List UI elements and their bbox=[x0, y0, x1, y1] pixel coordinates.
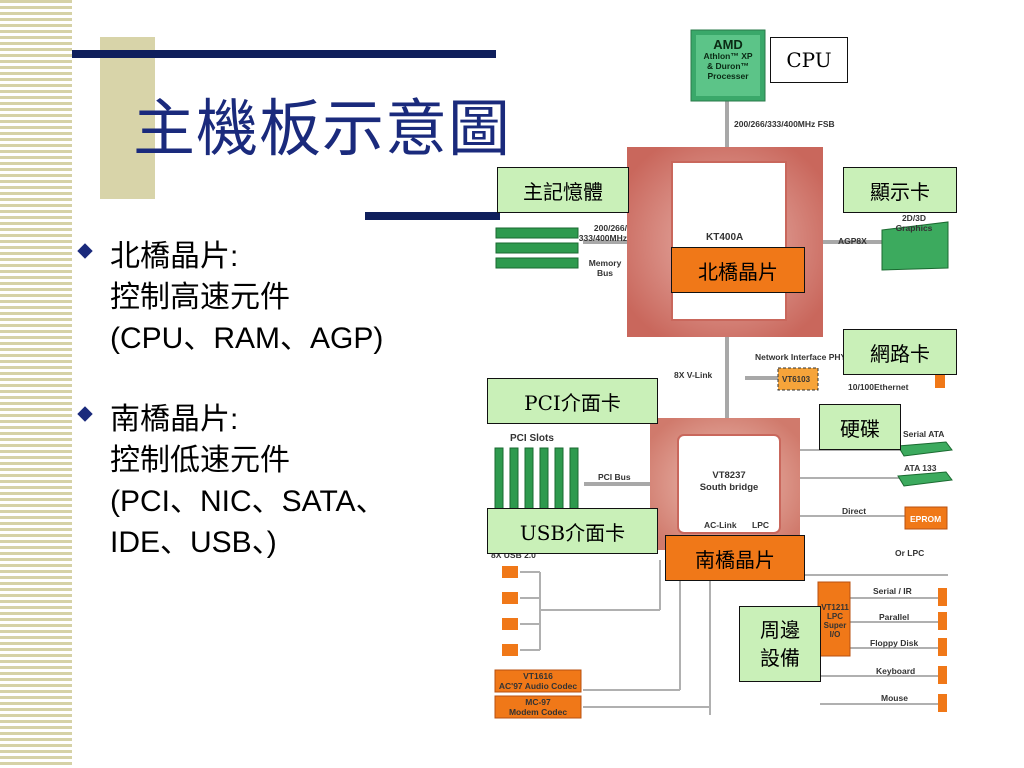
agp-label: AGP8X bbox=[838, 236, 867, 246]
ethernet-port bbox=[935, 372, 945, 388]
superio-chip bbox=[817, 581, 851, 657]
southbridge-chip-text: VT8237 South bridge bbox=[699, 470, 759, 493]
memory-bus-speed: 200/266/ 333/400MHz bbox=[578, 223, 627, 243]
serial-ata-label: Serial ATA bbox=[903, 429, 945, 439]
bullet-line: (CPU、RAM、AGP) bbox=[110, 322, 384, 355]
title-top-bar bbox=[72, 50, 496, 58]
superio-text: VT1211 LPC Super I/O bbox=[821, 603, 849, 639]
usb20-label: 8X USB 2.0 bbox=[491, 550, 536, 560]
graphics-label: 2D/3D Graphics bbox=[895, 213, 933, 233]
modem-codec-text: MC-97 Modem Codec bbox=[508, 697, 568, 717]
slide-title: 主機板示意圖 bbox=[133, 92, 512, 165]
pci-bus-label: PCI Bus bbox=[598, 472, 631, 482]
audio-codec-text: VT1616 AC'97 Audio Codec bbox=[498, 671, 578, 691]
mouse-label: Mouse bbox=[881, 693, 908, 703]
lpc-label: LPC bbox=[752, 520, 769, 530]
memory-modules bbox=[495, 227, 579, 269]
bullet-line: (PCI、NIC、SATA、 bbox=[110, 485, 386, 518]
or-lpc-label: Or LPC bbox=[895, 548, 925, 558]
cpu-chip-face bbox=[696, 35, 760, 96]
keyboard-label: Keyboard bbox=[876, 666, 916, 676]
cpu-chip-text: AMD Athlon™ XP & Duron™ Processer bbox=[703, 37, 753, 81]
northbridge-chip bbox=[671, 161, 787, 321]
callout-graphics-card: 顯示卡 bbox=[843, 167, 957, 213]
callout-memory: 主記憶體 bbox=[497, 167, 629, 213]
eprom-chip bbox=[904, 506, 948, 530]
bullet-line: IDE、USB、) bbox=[110, 526, 277, 559]
sata-drive bbox=[897, 441, 953, 457]
pci-slots-label: PCI Slots bbox=[510, 433, 554, 444]
vt6103-label: VT6103 bbox=[782, 375, 811, 384]
audio-codec-chip bbox=[494, 669, 582, 693]
eprom-label: EPROM bbox=[910, 514, 942, 524]
serial-ir-label: Serial / IR bbox=[873, 586, 912, 596]
callout-northbridge: 北橋晶片 bbox=[671, 247, 805, 293]
bullet-heading: 北橋晶片: bbox=[110, 240, 239, 273]
title-accent-block bbox=[100, 37, 155, 199]
ata-drive bbox=[897, 471, 953, 487]
bullet-line: 控制低速元件 bbox=[110, 444, 290, 477]
ac-link-label: AC-Link bbox=[704, 520, 737, 530]
southbridge-chip bbox=[677, 434, 781, 534]
decorative-stripes bbox=[0, 0, 72, 768]
fsb-label: 200/266/333/400MHz FSB bbox=[734, 119, 835, 129]
callout-pci-card: PCI介面卡 bbox=[487, 378, 658, 424]
network-interface-label: Network Interface PHY bbox=[755, 352, 847, 362]
vt6103-chip bbox=[777, 367, 819, 391]
bullet-line: 控制高速元件 bbox=[110, 281, 290, 314]
bullet-heading: 南橋晶片: bbox=[110, 403, 239, 436]
direct-label: Direct bbox=[842, 506, 867, 516]
callout-cpu: CPU bbox=[770, 37, 848, 83]
floppy-label: Floppy Disk bbox=[870, 638, 919, 648]
peripheral-ports bbox=[938, 588, 947, 712]
parallel-label: Parallel bbox=[879, 612, 910, 622]
memory-bus-label: Memory Bus bbox=[588, 258, 622, 278]
callout-usb-card: USB介面卡 bbox=[487, 508, 658, 554]
callout-peripherals: 周邊 設備 bbox=[739, 606, 821, 682]
bullet-northbridge: 北橋晶片: 控制高速元件 (CPU、RAM、AGP) bbox=[77, 236, 386, 359]
ata133-label: ATA 133 bbox=[904, 463, 937, 473]
usb-ports bbox=[502, 566, 518, 656]
callout-hard-disk: 硬碟 bbox=[819, 404, 901, 450]
northbridge-chip-text: KT400A bbox=[706, 232, 744, 243]
title-bottom-bar bbox=[365, 212, 500, 220]
callout-southbridge: 南橋晶片 bbox=[665, 535, 805, 581]
modem-codec-chip bbox=[494, 695, 582, 719]
bullet-southbridge: 南橋晶片: 控制低速元件 (PCI、NIC、SATA、 IDE、USB、) bbox=[77, 399, 386, 563]
vlink-label: 8X V-Link bbox=[674, 370, 713, 380]
pci-slots bbox=[494, 447, 579, 511]
bullet-list: 北橋晶片: 控制高速元件 (CPU、RAM、AGP) 南橋晶片: 控制低速元件 … bbox=[77, 236, 386, 603]
ethernet-label: 10/100Ethernet bbox=[848, 382, 909, 392]
graphics-card-board bbox=[881, 221, 949, 271]
callout-network-card: 網路卡 bbox=[843, 329, 957, 375]
